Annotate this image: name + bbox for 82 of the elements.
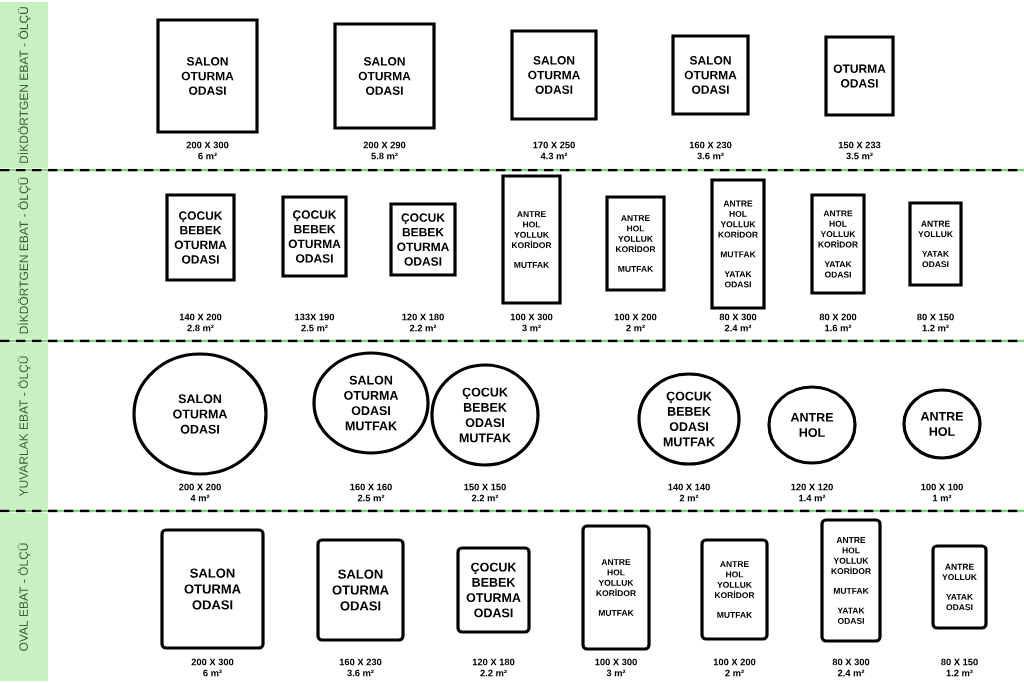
- size-label: 120 X 120: [791, 483, 833, 491]
- size-label: 3.6 m²: [697, 152, 724, 160]
- rug-size-box: ÇOCUK BEBEK OTURMA ODASI: [281, 195, 348, 278]
- size-label: 200 X 200: [179, 483, 221, 491]
- size-label: 1.6 m²: [825, 324, 852, 332]
- rug-size-box: ÇOCUK BEBEK OTURMA ODASI: [456, 546, 531, 634]
- size-label: 200 X 300: [191, 658, 234, 666]
- size-label: 2.8 m²: [187, 324, 214, 332]
- size-label: 4 m²: [190, 494, 210, 502]
- round-rug-outline: ANTRE HOL: [902, 388, 982, 460]
- size-label: 6 m²: [203, 669, 222, 677]
- size-label: 80 X 200: [819, 313, 857, 321]
- round-rug-outline: ÇOCUK BEBEK ODASI MUTFAK: [430, 363, 540, 467]
- section-band: YUVARLAK EBAT - ÖLÇÜ: [0, 343, 48, 509]
- size-label: 2 m²: [626, 324, 645, 332]
- size-label: 100 X 300: [510, 313, 553, 321]
- size-label: 2.2 m²: [480, 669, 507, 677]
- size-label: 2.5 m²: [357, 494, 385, 502]
- rug-size-box: ANTRE HOL YOLLUK KORİDOR MUTFAK YATAK ODASI: [820, 518, 882, 643]
- size-label: 1 m²: [933, 494, 952, 502]
- size-label: 1.2 m²: [922, 324, 949, 332]
- rug-size-box: ANTRE HOL YOLLUK KORİDOR MUTFAK YATAK ODASI: [710, 178, 766, 310]
- size-label: 2.2 m²: [409, 324, 437, 332]
- size-label: 80 X 150: [941, 658, 978, 666]
- rug-size-box: OTURMA ODASI: [824, 35, 895, 117]
- section-band: DİKDÖRTGEN EBAT - ÖLÇÜ: [0, 2, 48, 168]
- size-label: 4.3 m²: [540, 152, 568, 160]
- size-label: 160 X 230: [339, 658, 382, 666]
- size-label: 100 X 100: [921, 483, 963, 491]
- size-label: 2.2 m²: [471, 494, 499, 502]
- rug-size-box: SALON OTURMA ODASI: [316, 538, 405, 642]
- rug-size-box: ANTRE HOL YOLLUK KORİDOR MUTFAK: [700, 538, 769, 641]
- rug-size-box: ANTRE HOL YOLLUK KORİDOR MUTFAK: [605, 195, 666, 292]
- rug-size-box: ANTRE HOL YOLLUK KORİDOR MUTFAK: [581, 524, 651, 651]
- size-label: 2 m²: [725, 669, 744, 677]
- size-label: 200 X 290: [363, 141, 406, 149]
- size-label: 100 X 300: [595, 658, 637, 666]
- section-band: OVAL EBAT - ÖLÇÜ: [0, 513, 48, 681]
- size-label: 100 X 200: [614, 313, 657, 321]
- size-label: 80 X 300: [832, 658, 870, 666]
- rug-size-box: ANTRE YOLLUK YATAK ODASI: [908, 201, 963, 287]
- round-rug-outline: ÇOCUK BEBEK ODASI MUTFAK: [637, 372, 741, 466]
- rug-size-box: ANTRE HOL YOLLUK KORİDOR YATAK ODASI: [810, 193, 866, 295]
- size-label: 100 X 200: [713, 658, 756, 666]
- size-label: 120 X 180: [472, 658, 515, 666]
- size-label: 2.5 m²: [301, 324, 328, 332]
- size-label: 150 X 150: [464, 483, 506, 491]
- size-label: 140 X 200: [179, 313, 222, 321]
- size-label: 160 X 230: [689, 141, 732, 149]
- size-label: 2.4 m²: [837, 669, 865, 677]
- rug-size-box: SALON OTURMA ODASI: [671, 34, 750, 116]
- size-label: 3.6 m²: [347, 669, 374, 677]
- size-label: 5.8 m²: [371, 152, 398, 160]
- size-label: 3 m²: [522, 324, 541, 332]
- rug-size-box: SALON OTURMA ODASI: [160, 528, 265, 650]
- size-label: 2 m²: [679, 494, 699, 502]
- rug-size-box: ÇOCUK BEBEK OTURMA ODASI: [165, 193, 236, 282]
- size-label: 80 X 150: [917, 313, 954, 321]
- size-label: 1.2 m²: [946, 669, 973, 677]
- rug-size-box: ÇOCUK BEBEK OTURMA ODASI: [389, 202, 457, 277]
- size-label: 6 m²: [198, 152, 217, 160]
- size-label: 120 X 180: [402, 313, 444, 321]
- size-label: 160 X 160: [350, 483, 392, 491]
- rug-size-box: SALON OTURMA ODASI: [510, 29, 598, 121]
- size-label: 2.4 m²: [724, 324, 752, 332]
- size-label: 170 X 250: [533, 141, 575, 149]
- rug-size-box: SALON OTURMA ODASI: [156, 18, 259, 134]
- size-label: 3.5 m²: [846, 152, 873, 160]
- rug-size-box: ANTRE YOLLUK YATAK ODASI: [931, 544, 988, 630]
- rug-size-box: ANTRE HOL YOLLUK KORİDOR MUTFAK: [501, 174, 562, 305]
- round-rug-outline: ANTRE HOL: [767, 385, 857, 465]
- size-label: 1.4 m²: [799, 494, 826, 502]
- size-label: 133X 190: [295, 313, 335, 321]
- size-label: 3 m²: [606, 669, 626, 677]
- round-rug-outline: SALON OTURMA ODASI MUTFAK: [312, 351, 430, 455]
- round-rug-outline: SALON OTURMA ODASI: [132, 352, 268, 476]
- size-label: 140 X 140: [668, 483, 710, 491]
- section-band: DİKDÖRTGEN EBAT - ÖLÇÜ: [0, 172, 48, 339]
- size-label: 150 X 233: [838, 141, 881, 149]
- size-label: 200 X 300: [186, 141, 229, 149]
- rug-size-box: SALON OTURMA ODASI: [333, 22, 436, 130]
- size-label: 80 X 300: [719, 313, 757, 321]
